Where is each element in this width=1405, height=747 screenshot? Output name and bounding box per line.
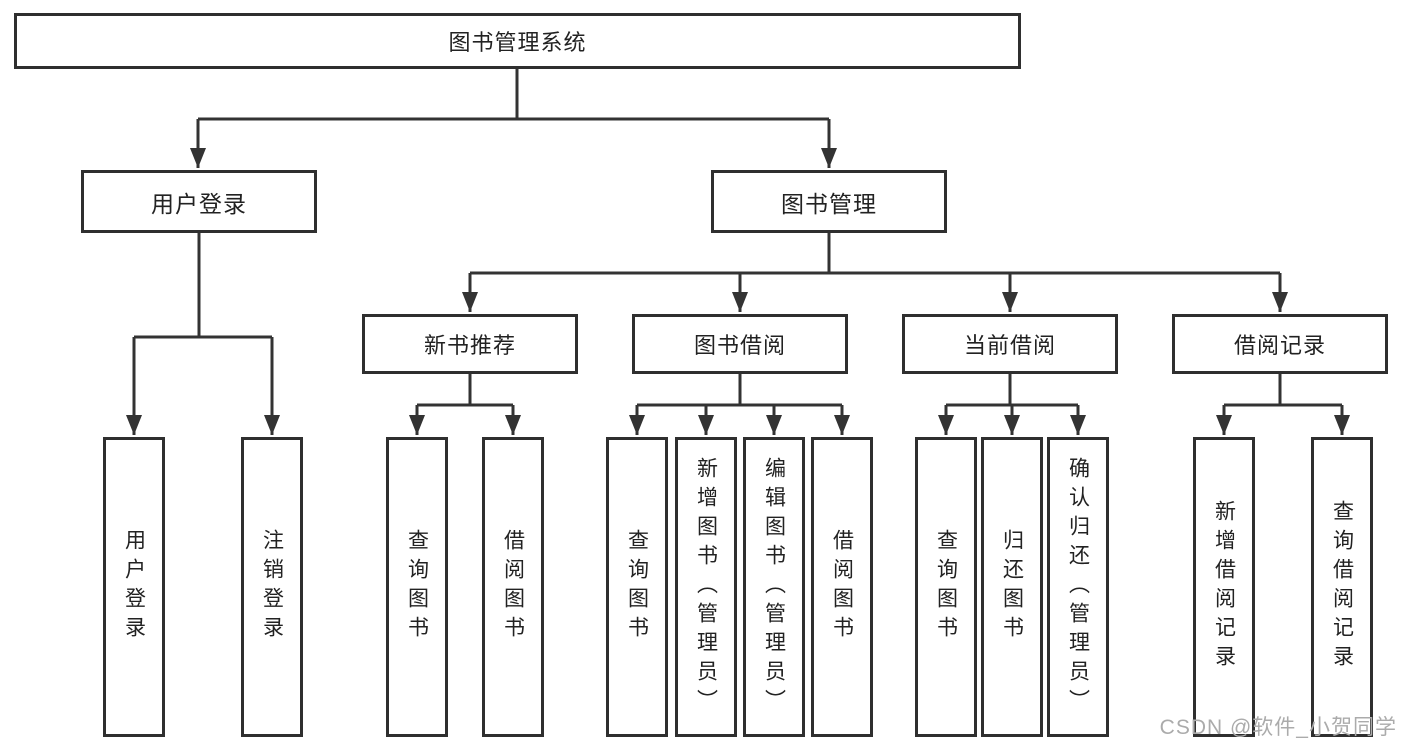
- leaf-add-borrow-record: 新增借阅记录: [1193, 437, 1255, 737]
- leaf-label: 确认归还（管理员）: [1066, 456, 1090, 718]
- leaf-label: 归还图书: [1000, 529, 1024, 645]
- node-user-login: 用户登录: [81, 170, 317, 233]
- leaf-confirm-return-admin: 确认归还（管理员）: [1047, 437, 1109, 737]
- node-label: 图书管理: [781, 190, 877, 217]
- leaf-label: 查询借阅记录: [1330, 500, 1354, 674]
- node-book-borrow: 图书借阅: [632, 314, 848, 374]
- leaf-query-books-current: 查询图书: [915, 437, 977, 737]
- connector-root-branch: [198, 69, 829, 121]
- leaf-label: 借阅图书: [501, 529, 525, 645]
- connector-current-branch: [946, 374, 1078, 407]
- connector-borrow-branch: [637, 374, 842, 407]
- leaf-label: 借阅图书: [830, 529, 854, 645]
- connector-login-branch: [134, 233, 272, 339]
- leaf-label: 新增图书（管理员）: [694, 456, 718, 718]
- leaf-return-book: 归还图书: [981, 437, 1043, 737]
- leaf-borrow-books: 借阅图书: [811, 437, 873, 737]
- leaf-user-login: 用户登录: [103, 437, 165, 737]
- leaf-query-books-recommend: 查询图书: [386, 437, 448, 737]
- leaf-edit-book-admin: 编辑图书（管理员）: [743, 437, 805, 737]
- node-label: 借阅记录: [1233, 333, 1326, 358]
- leaf-label: 新增借阅记录: [1212, 500, 1236, 674]
- leaf-label: 查询图书: [625, 529, 649, 645]
- leaf-add-book-admin: 新增图书（管理员）: [675, 437, 737, 737]
- leaf-logout: 注销登录: [241, 437, 303, 737]
- node-book-management: 图书管理: [711, 170, 947, 233]
- leaf-query-books-borrow: 查询图书: [606, 437, 668, 737]
- node-current-borrow: 当前借阅: [902, 314, 1118, 374]
- connector-records-branch: [1224, 374, 1342, 407]
- node-label: 当前借阅: [963, 333, 1056, 358]
- node-new-book-recommend: 新书推荐: [362, 314, 578, 374]
- leaf-label: 编辑图书（管理员）: [762, 456, 786, 718]
- connector-mgmt-branch: [470, 233, 1280, 275]
- node-label: 图书借阅: [693, 333, 786, 358]
- csdn-watermark: CSDN @软件_小贺同学: [1159, 716, 1397, 739]
- node-library-system: 图书管理系统: [14, 13, 1021, 69]
- leaf-borrow-books-recommend: 借阅图书: [482, 437, 544, 737]
- leaf-label: 用户登录: [122, 529, 146, 645]
- leaf-query-borrow-record: 查询借阅记录: [1311, 437, 1373, 737]
- leaf-label: 查询图书: [934, 529, 958, 645]
- leaf-label: 注销登录: [260, 529, 284, 645]
- node-label: 图书管理系统: [448, 30, 587, 55]
- node-borrow-records: 借阅记录: [1172, 314, 1388, 374]
- leaf-label: 查询图书: [405, 529, 429, 645]
- node-label: 新书推荐: [423, 333, 516, 358]
- node-label: 用户登录: [151, 190, 247, 217]
- connector-recommend-branch: [417, 374, 513, 407]
